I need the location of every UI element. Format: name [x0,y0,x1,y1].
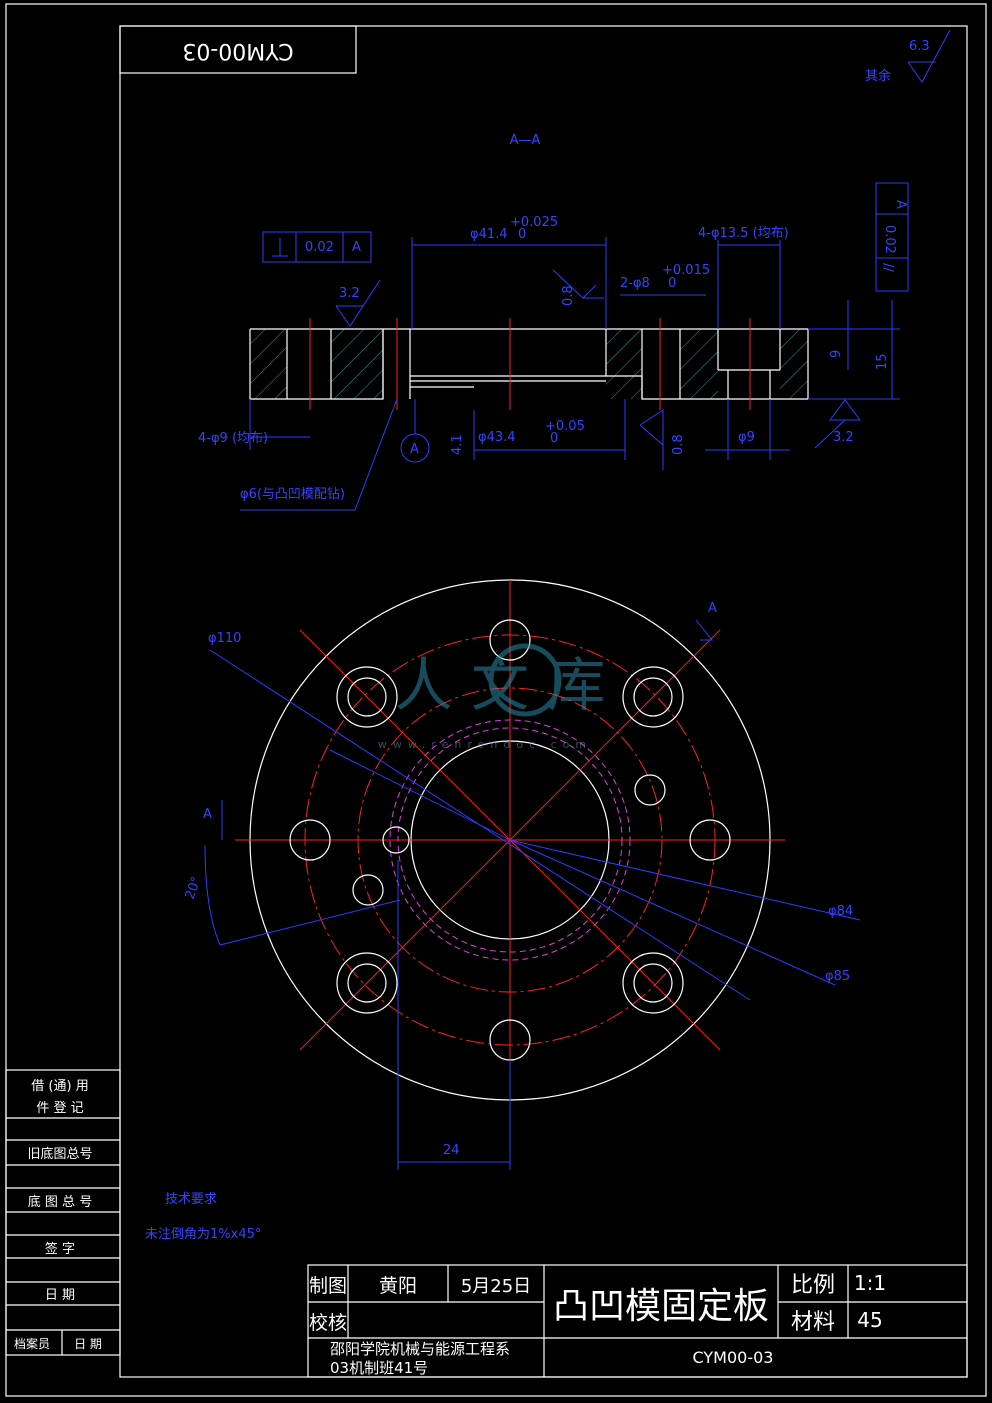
dim-d43-4-tol-low: 0 [550,431,558,446]
par-datum: A [893,200,908,209]
drawn-date: 5月25日 [461,1276,531,1297]
watermark-url: www.renrendoc.com [378,738,592,751]
dim-holes-8-tol-up: +0.015 [662,263,710,278]
parallel-symbol: // [880,263,895,272]
side-r4: 签 字 [45,1241,75,1257]
rough-3-2-b: 3.2 [833,430,854,445]
dim-depth-4-1: 4.1 [450,434,465,455]
scale-value: 1:1 [854,1271,886,1295]
check-label: 校核 [309,1312,347,1334]
section-view [249,318,809,410]
outer-border [5,3,987,1397]
part-name: 凸凹模固定板 [553,1286,769,1327]
plan-dimensions: φ110 φ84 φ85 A A 20° 24 [183,601,861,1170]
datum-a-label: A [410,442,419,457]
dim-4-holes-9: 4-φ9 (均布) [198,431,268,446]
dim-angle-20: 20° [183,875,205,902]
material-label: 材料 [791,1310,835,1335]
dim-holes-8-tol-low: 0 [668,276,676,291]
side-r6b: 日 期 [74,1337,102,1351]
scale-label: 比例 [791,1273,835,1298]
side-r1a: 借 (通) 用 [31,1079,88,1094]
drawn-name: 黄阳 [379,1275,417,1297]
dim-d84: φ84 [828,904,853,919]
parallelism-frame [875,182,909,292]
school-line1: 邵阳学院机械与能源工程系 [330,1340,510,1358]
dim-d9: φ9 [738,430,755,445]
dim-d41-4-tol-up: +0.025 [510,215,558,230]
perp-datum: A [352,240,361,255]
drawn-label: 制图 [309,1275,347,1297]
section-dimensions: 0.02 A φ41.4 +0.025 0 4-φ13.5 (均布) 2-φ8 … [198,182,909,511]
title-block: 制图 黄阳 5月25日 校核 凸凹模固定板 比例 1:1 材料 45 邵阳学院机… [307,1264,968,1378]
tech-req-line1: 未注倒角为1%x45° [145,1227,261,1242]
dim-d85: φ85 [825,969,850,984]
dim-4-holes-13-5: 4-φ13.5 (均布) [698,226,789,241]
dim-2-holes-8: 2-φ8 [620,276,650,291]
dim-d110: φ110 [208,631,241,646]
dim-d6: φ6(与凸凹模配钻) [240,487,345,502]
side-table: 借 (通) 用 件 登 记 旧底图总号 底 图 总 号 签 字 日 期 档案员 … [5,1069,121,1356]
watermark: 人 文 库 www.renrendoc.com [378,643,606,751]
rough-0-8-b: 0.8 [671,434,686,455]
dim-d41-4-tol-low: 0 [518,227,526,242]
section-arrow-top: A [708,601,717,616]
side-r2: 旧底图总号 [27,1146,92,1162]
school-line2: 03机制班41号 [330,1359,428,1377]
drawing-no: CYM00-03 [693,1348,774,1367]
dim-d43-4: φ43.4 [478,430,516,445]
section-arrow-left: A [203,807,212,822]
side-r6a: 档案员 [14,1336,50,1351]
dim-h9: 9 [829,350,844,358]
perp-tol-value: 0.02 [305,240,334,255]
roughness-other-symbol: 其余 6.3 [865,29,951,84]
side-r1b: 件 登 记 [36,1101,83,1116]
perpendicularity-frame [262,231,372,263]
roughness-other-label: 其余 [865,68,891,84]
material-value: 45 [857,1308,882,1332]
tech-req-title: 技术要求 [165,1192,217,1207]
dim-d43-4-tol-up: +0.05 [545,419,585,434]
counterbore-holes [336,666,684,1014]
drawing-code-box: CYM00-03 [119,25,357,74]
rough-0-8-a: 0.8 [561,285,576,306]
par-tol-value: 0.02 [882,225,897,254]
side-r3: 底 图 总 号 [28,1194,92,1210]
side-r5: 日 期 [45,1288,75,1303]
drawing-code-text: CYM00-03 [182,38,293,63]
dim-24: 24 [443,1143,460,1158]
section-label: A—A [510,133,541,148]
roughness-other-value: 6.3 [909,39,930,54]
dim-h15: 15 [875,353,890,370]
through-holes [289,619,731,1061]
dim-d41-4: φ41.4 [470,227,508,242]
rough-3-2-a: 3.2 [339,286,360,301]
watermark-text: 人 文 库 [395,651,606,719]
